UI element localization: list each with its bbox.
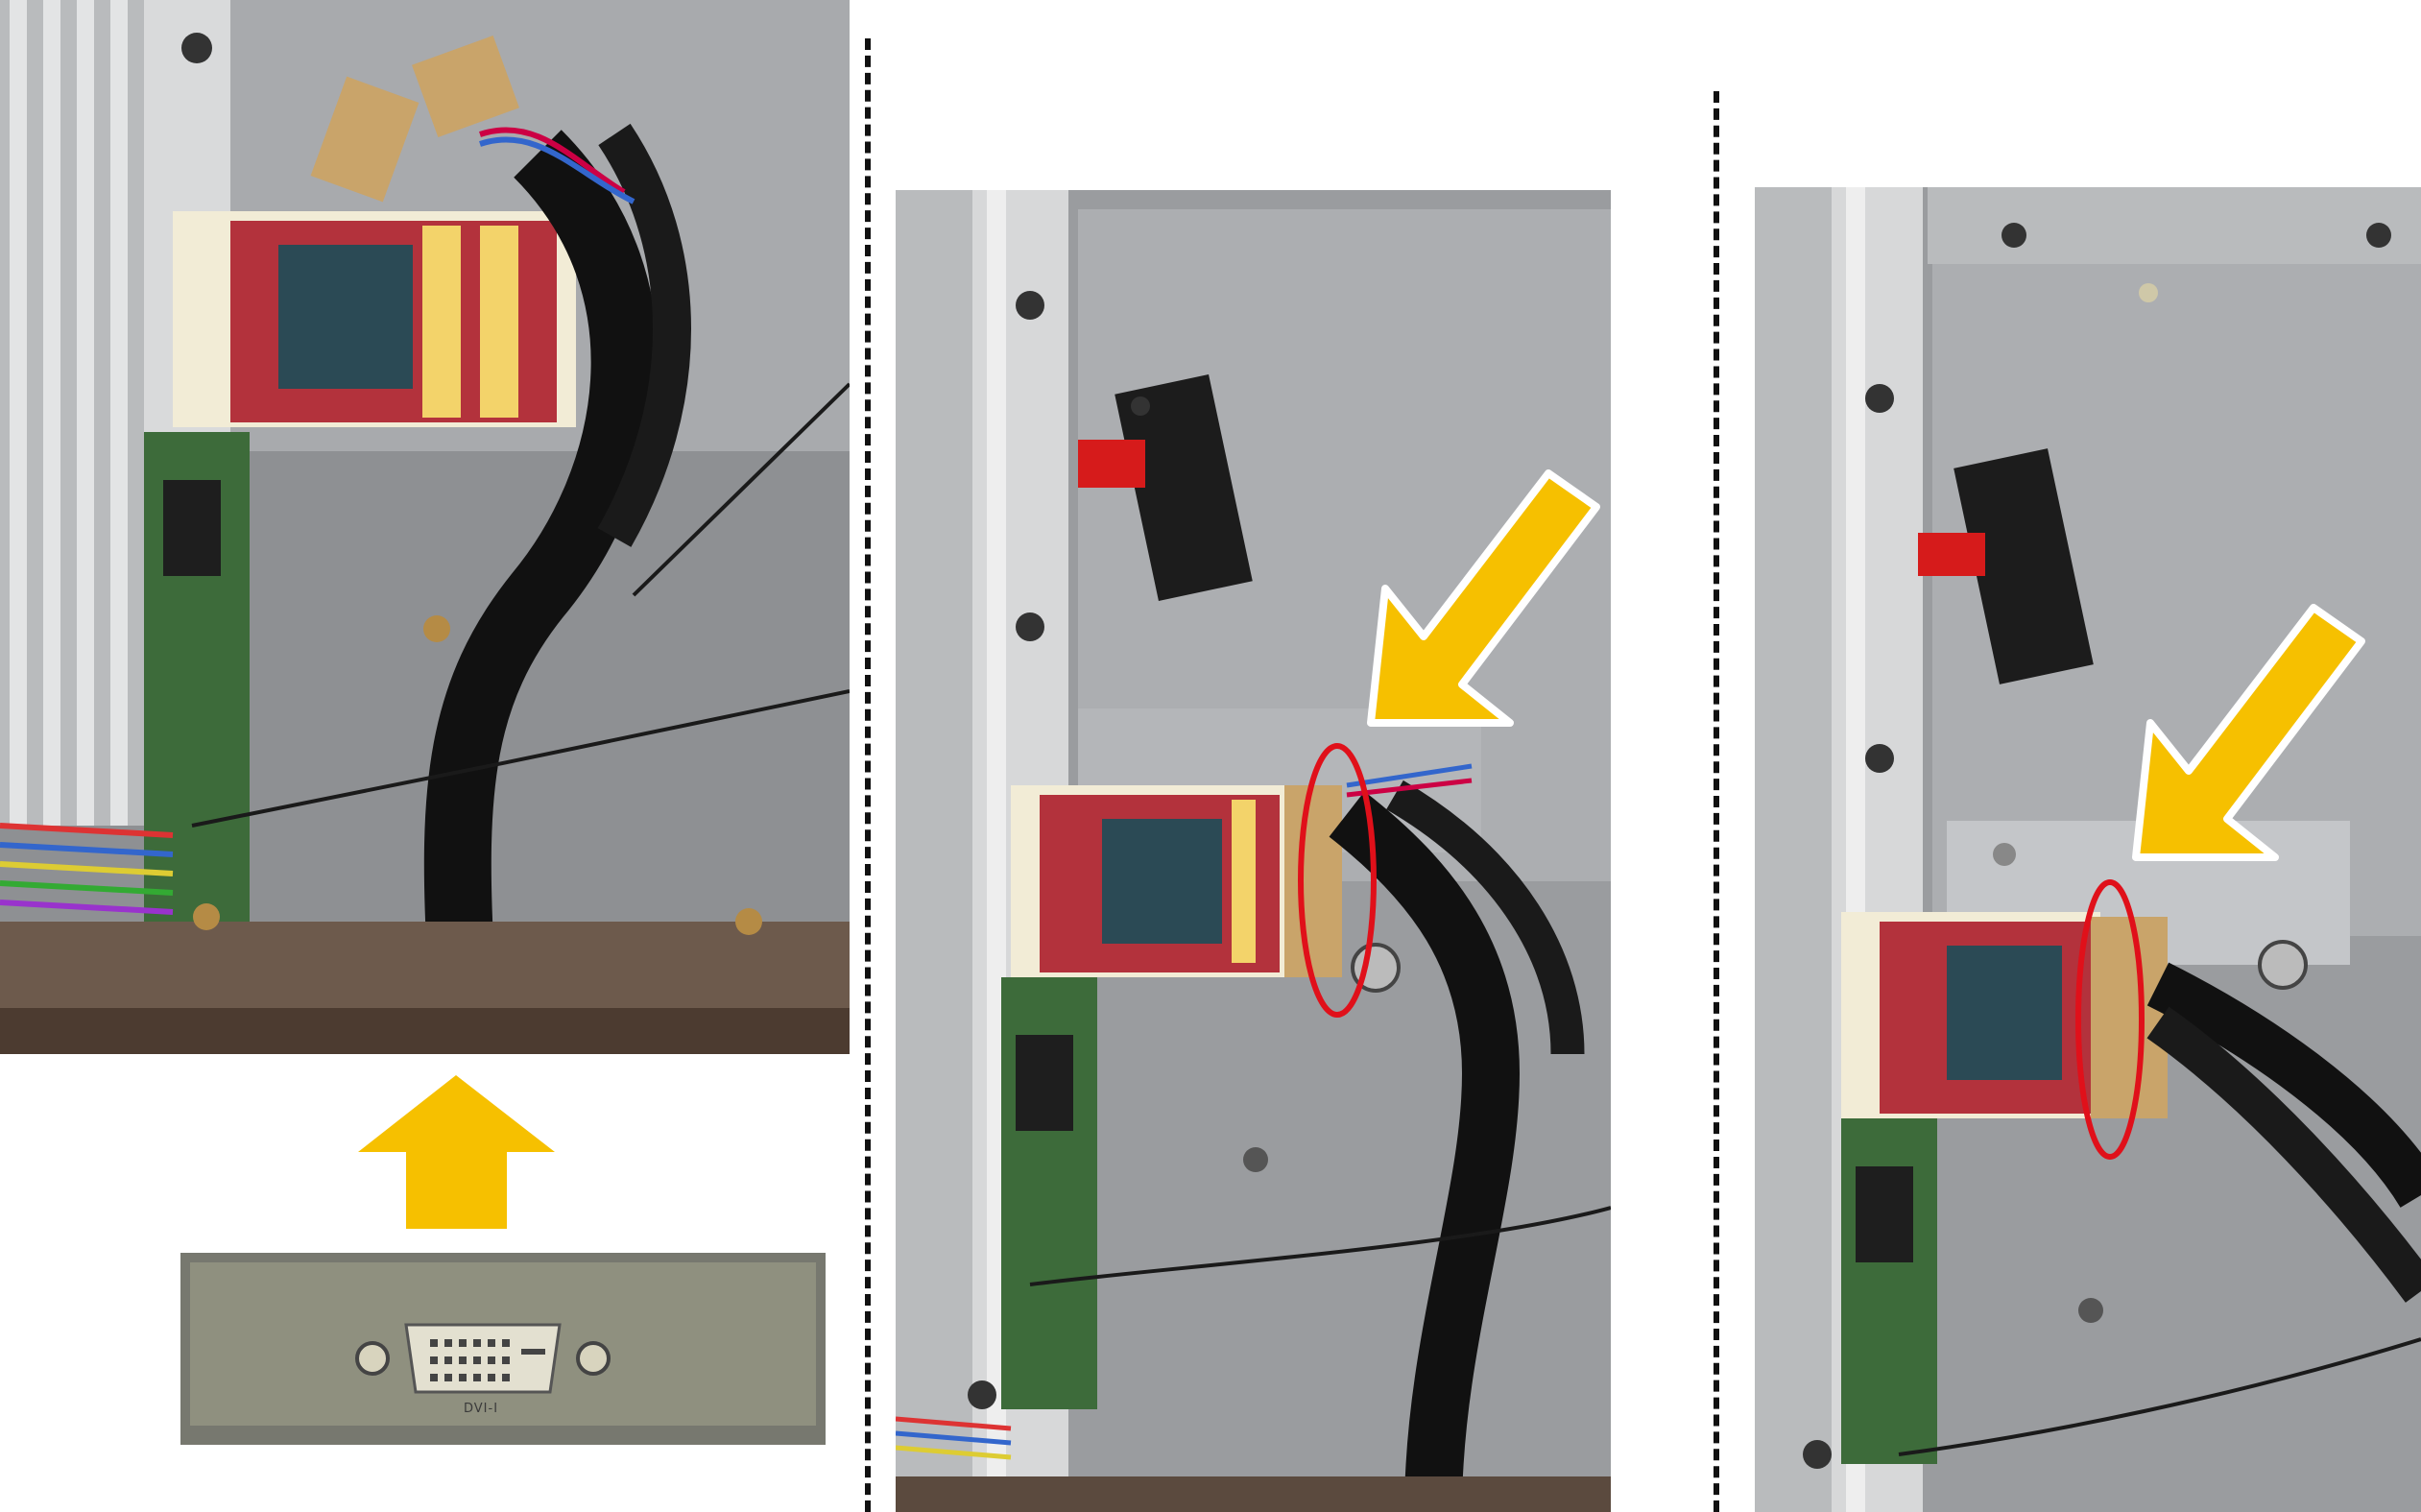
mini-pcie-card xyxy=(173,211,576,427)
dashed-divider-1 xyxy=(865,38,871,1512)
dvi-bracket-drawing xyxy=(180,1253,826,1445)
photo-panel-left xyxy=(0,0,850,1054)
down-left-arrow-icon xyxy=(1367,469,1600,727)
wire-harness xyxy=(0,823,174,915)
sata-connector xyxy=(1078,374,1253,601)
down-left-arrow-icon-right xyxy=(2132,604,2365,861)
mini-pcie-card-installed xyxy=(1011,785,1342,977)
sata-connector-right xyxy=(1918,448,2094,684)
photo-panel-middle xyxy=(896,190,1611,1512)
dashed-divider-2 xyxy=(1714,91,1719,1512)
photo-panel-right xyxy=(1755,187,2421,1512)
highlight-ellipse-icon xyxy=(1298,743,1377,1018)
dvi-bracket-photo: DVI-I xyxy=(180,1253,826,1445)
photo-middle-drawing xyxy=(896,190,1611,1512)
photo-right-drawing xyxy=(1755,187,2421,1512)
mini-pcie-card-right xyxy=(1841,912,2168,1118)
photo-left-drawing xyxy=(0,0,850,1054)
highlight-ellipse-icon-right xyxy=(2075,879,2145,1160)
up-arrow-icon xyxy=(358,1075,555,1229)
dvi-port xyxy=(404,1323,562,1394)
dvi-bracket-label: DVI-I xyxy=(464,1402,499,1416)
